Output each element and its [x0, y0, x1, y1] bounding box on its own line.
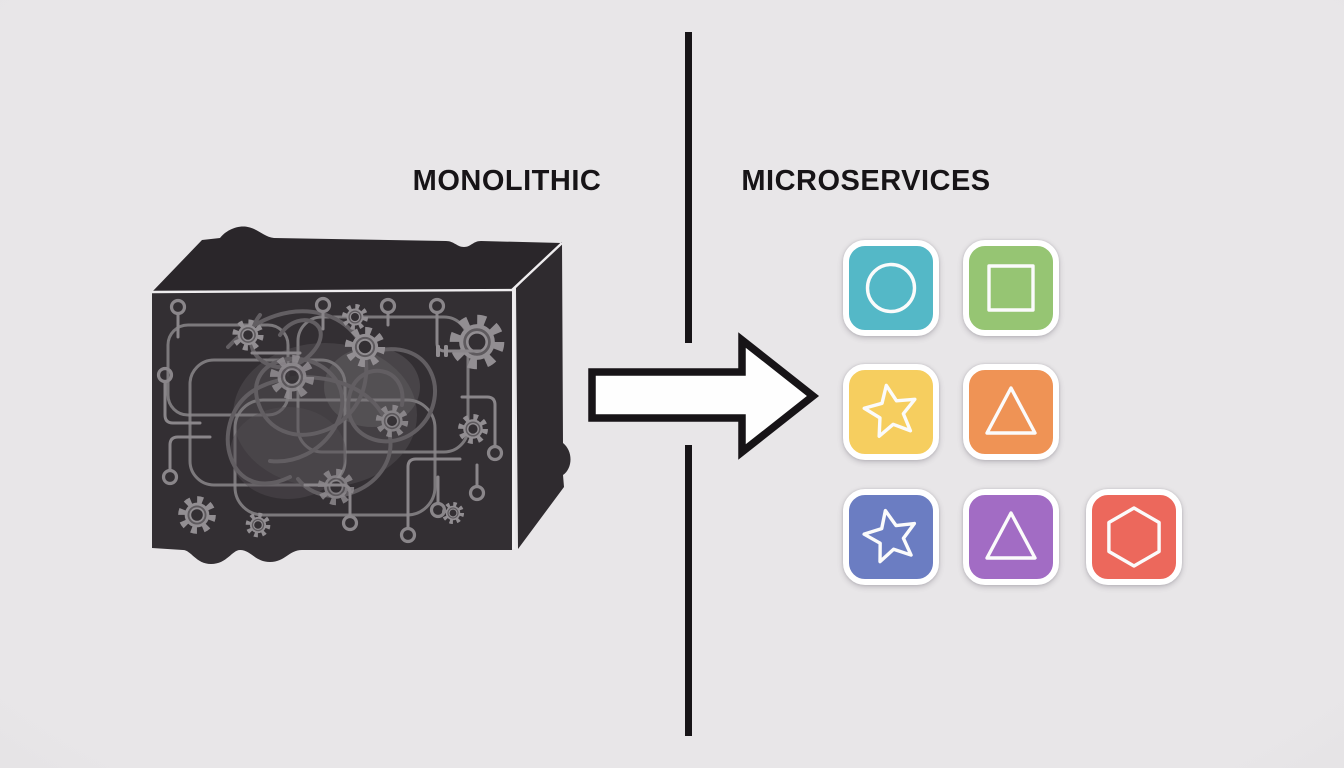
- service-tile: [843, 364, 939, 460]
- monolith-box-illustration: [151, 226, 571, 564]
- monolithic-title: MONOLITHIC: [412, 165, 602, 197]
- star-icon: [862, 383, 917, 438]
- service-tile: [843, 489, 939, 585]
- hexagon-icon: [1107, 506, 1161, 568]
- service-tile: [963, 489, 1059, 585]
- microservices-title: MICROSERVICES: [741, 165, 991, 197]
- star-icon: [862, 508, 917, 564]
- divider-line-bottom: [685, 445, 692, 736]
- service-tile: [1086, 489, 1182, 585]
- monolith-side-face: [516, 242, 571, 549]
- monolith-top-face: [152, 226, 562, 292]
- circuit-tangle-art: [156, 296, 502, 544]
- square-icon: [987, 264, 1035, 312]
- triangle-icon: [985, 386, 1037, 435]
- right-arrow-icon: [588, 332, 820, 460]
- circle-icon: [865, 262, 917, 314]
- triangle-icon: [985, 511, 1037, 560]
- divider-line-top: [685, 32, 692, 343]
- service-tile: [963, 364, 1059, 460]
- service-tile: [843, 240, 939, 336]
- service-tile: [963, 240, 1059, 336]
